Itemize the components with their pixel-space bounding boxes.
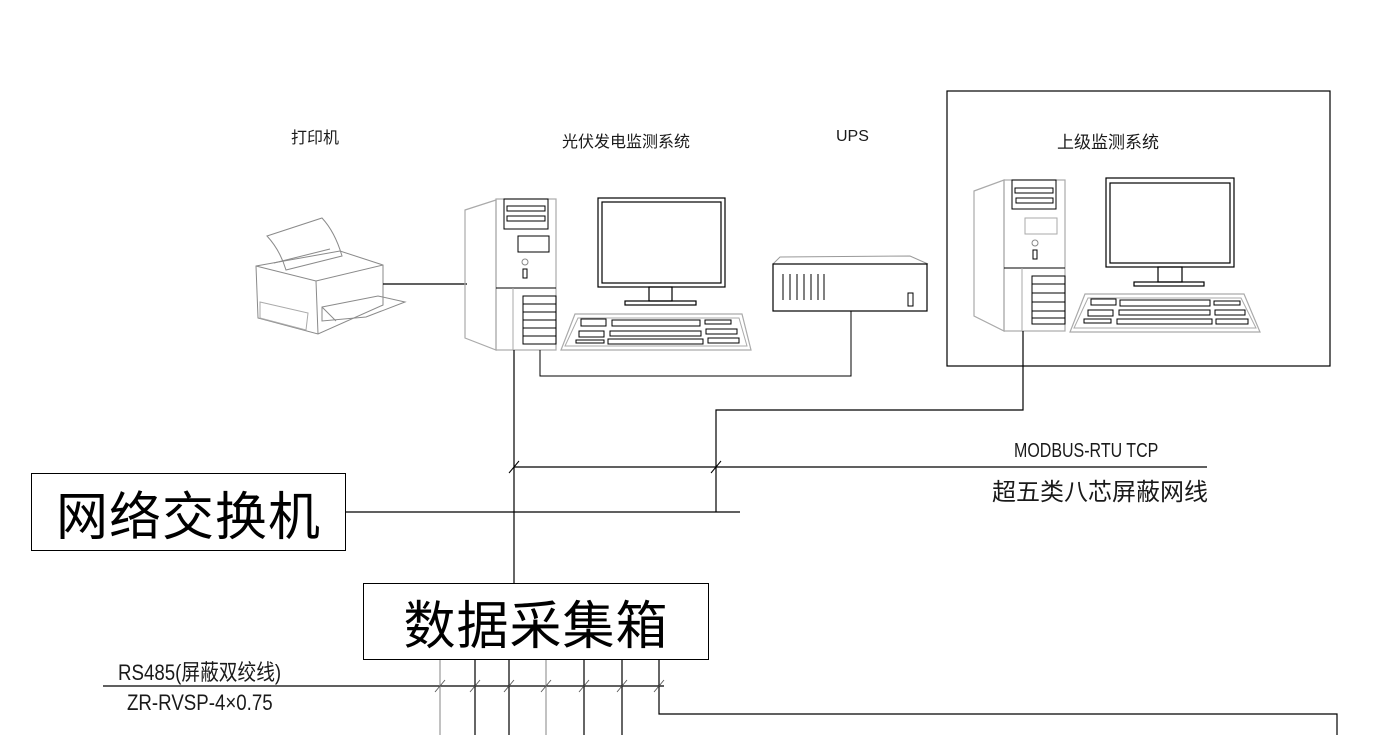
pv-workstation [464, 197, 752, 351]
ethernet-cables [345, 331, 1207, 584]
ups-label: UPS [836, 128, 869, 145]
rs485-protocol-label: RS485(屏蔽双绞线) [118, 660, 282, 685]
rs485-bus [103, 659, 1338, 735]
rs485-type-label: ZR-RVSP-4×0.75 [127, 690, 273, 715]
monitor-icon [1105, 177, 1235, 287]
keyboard-icon [560, 313, 752, 351]
upper-workstation [973, 177, 1261, 333]
printer-icon [255, 217, 407, 335]
printer-label: 打印机 [291, 130, 340, 147]
network-switch-label: 网络交换机 [55, 487, 321, 548]
ups-icon [772, 255, 929, 312]
ethernet-protocol-label: MODBUS-RTU TCP [1014, 440, 1159, 462]
network-switch-box: 网络交换机 [31, 473, 346, 551]
ups-power-cable [539, 311, 852, 377]
tower-pc-icon [464, 198, 557, 351]
tower-pc-icon [973, 179, 1066, 332]
pv-monitor-label: 光伏发电监测系统 [562, 134, 691, 151]
data-collector-box: 数据采集箱 [363, 583, 709, 660]
keyboard-icon [1069, 293, 1261, 333]
ethernet-type-label: 超五类八芯屏蔽网线 [992, 478, 1208, 506]
monitor-icon [597, 197, 726, 306]
upper-to-switch-cable [715, 331, 1024, 512]
upper-monitor-frame [946, 90, 1331, 367]
upper-monitor-label: 上级监测系统 [1057, 133, 1159, 152]
data-collector-label: 数据采集箱 [403, 597, 669, 657]
